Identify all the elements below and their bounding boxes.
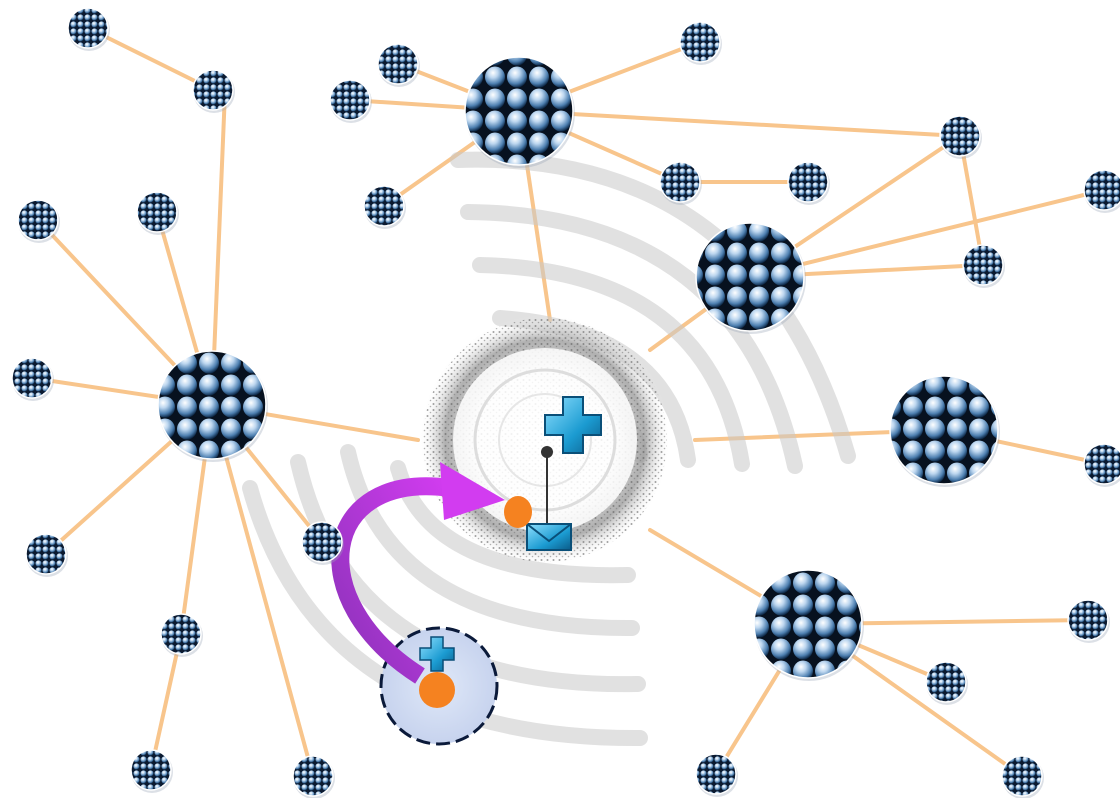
leaf-node [1067, 599, 1110, 643]
hub-node [157, 350, 268, 462]
leaf-node [25, 533, 68, 577]
edge [517, 109, 962, 138]
plus-icon [544, 396, 602, 454]
leaf-node [939, 115, 982, 159]
small-nodes [11, 7, 1120, 798]
edge [86, 26, 215, 92]
orange-dot [419, 672, 455, 708]
leaf-node [679, 21, 722, 65]
hub-node [753, 569, 864, 681]
leaf-node [1001, 755, 1044, 798]
leaf-node [11, 357, 54, 401]
leaf-node [925, 661, 968, 705]
leaf-node [363, 185, 406, 229]
leaf-node [130, 749, 173, 793]
leaf-node [787, 161, 830, 205]
leaf-node [17, 199, 60, 243]
central-hub [420, 315, 670, 565]
hub-node [695, 222, 806, 334]
mobile-node [379, 626, 499, 746]
antenna-icon [541, 446, 553, 524]
leaf-node [192, 69, 235, 113]
plus-icon [419, 636, 455, 672]
edge [748, 188, 1106, 279]
leaf-node [695, 753, 738, 797]
leaf-node [67, 7, 110, 51]
leaf-node [377, 43, 420, 87]
orange-dot [504, 496, 532, 528]
envelope-icon [526, 523, 572, 551]
leaf-node [136, 191, 179, 235]
edge [149, 632, 183, 772]
hub-node [464, 56, 575, 168]
leaf-node [160, 613, 203, 657]
big-nodes [157, 56, 1000, 681]
hub-node [889, 375, 1000, 487]
leaf-node [301, 521, 344, 565]
leaf-node [329, 79, 372, 123]
edge [958, 134, 985, 267]
leaf-node [1083, 443, 1120, 487]
leaf-node [962, 244, 1005, 288]
leaf-node [292, 755, 335, 798]
leaf-node [1083, 169, 1120, 213]
edge [210, 403, 315, 778]
leaf-node [659, 161, 702, 205]
